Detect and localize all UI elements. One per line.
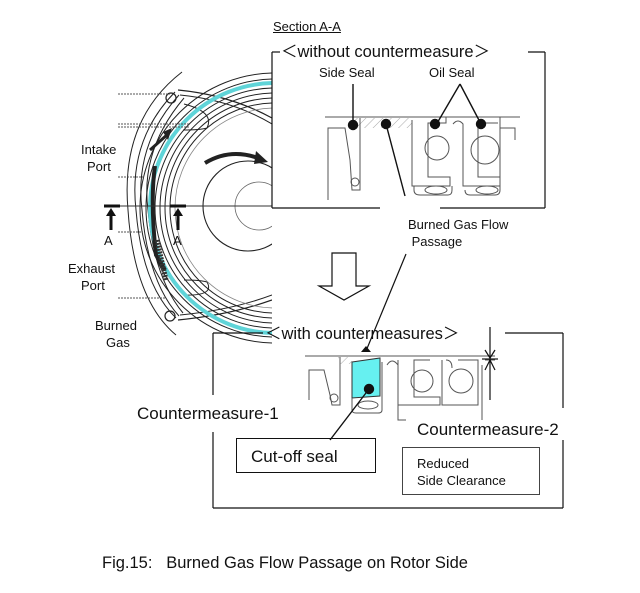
oil-seal-dot-1 bbox=[429, 118, 441, 130]
rotor-housing-view bbox=[104, 71, 272, 344]
intake-port-label-line2: Port bbox=[87, 159, 111, 174]
reduced-clearance-label-line2: Side Clearance bbox=[417, 473, 506, 488]
section-marker-right bbox=[170, 204, 186, 230]
reduced-clearance-label-line1: Reduced bbox=[417, 456, 470, 471]
burned-gas-streak bbox=[150, 165, 167, 272]
transition-arrow-icon bbox=[316, 252, 372, 301]
side-seal-label: Side Seal bbox=[319, 65, 375, 80]
rotation-arrow-icon bbox=[203, 152, 259, 165]
without-panel-frame bbox=[271, 51, 546, 209]
flow-passage-dot bbox=[380, 118, 392, 130]
countermeasure-2-label: Countermeasure-2 bbox=[417, 420, 559, 439]
without-panel-title: ＜without countermeasure＞ bbox=[281, 43, 491, 61]
exhaust-port-label-line1: Exhaust bbox=[68, 261, 115, 276]
flow-passage-label-line2: Passage bbox=[408, 234, 463, 249]
with-panel-title: ＜with countermeasures＞ bbox=[265, 325, 460, 343]
leader-lines-without bbox=[347, 83, 487, 197]
section-label: Section A-A bbox=[273, 19, 341, 34]
reduced-clearance-box: Reduced Side Clearance bbox=[402, 447, 540, 495]
cutoff-seal-box: Cut-off seal bbox=[236, 438, 376, 473]
section-mark-left-label: A bbox=[104, 233, 113, 248]
intake-port-label-line1: Intake bbox=[81, 142, 117, 157]
apex-seal-bottom bbox=[164, 310, 176, 322]
countermeasure-1-label: Countermeasure-1 bbox=[137, 404, 279, 423]
housing-outer-arc bbox=[126, 71, 183, 336]
side-seal-dot bbox=[347, 119, 359, 131]
oil-seal-dot-2 bbox=[475, 118, 487, 130]
flow-passage-leader bbox=[365, 253, 407, 352]
seal-section-with bbox=[305, 355, 495, 421]
oil-seal-label: Oil Seal bbox=[429, 65, 475, 80]
apex-seal-top bbox=[165, 92, 177, 104]
cutoff-seal-label: Cut-off seal bbox=[251, 447, 338, 466]
with-panel-frame bbox=[212, 332, 564, 509]
side-clearance-dimension bbox=[482, 327, 498, 400]
flow-passage-label-line1: Burned Gas Flow bbox=[408, 217, 509, 232]
figure-caption: Fig.15: Burned Gas Flow Passage on Rotor… bbox=[102, 554, 468, 572]
exhaust-port-label-line2: Port bbox=[81, 278, 105, 293]
section-mark-right-label: A bbox=[173, 233, 182, 248]
burned-gas-label-line2: Gas bbox=[106, 335, 130, 350]
cyan-seal-ring bbox=[148, 81, 272, 335]
burned-gas-label-line1: Burned bbox=[95, 318, 137, 333]
section-marker-left bbox=[104, 204, 120, 230]
leader-lines-with bbox=[329, 383, 375, 441]
